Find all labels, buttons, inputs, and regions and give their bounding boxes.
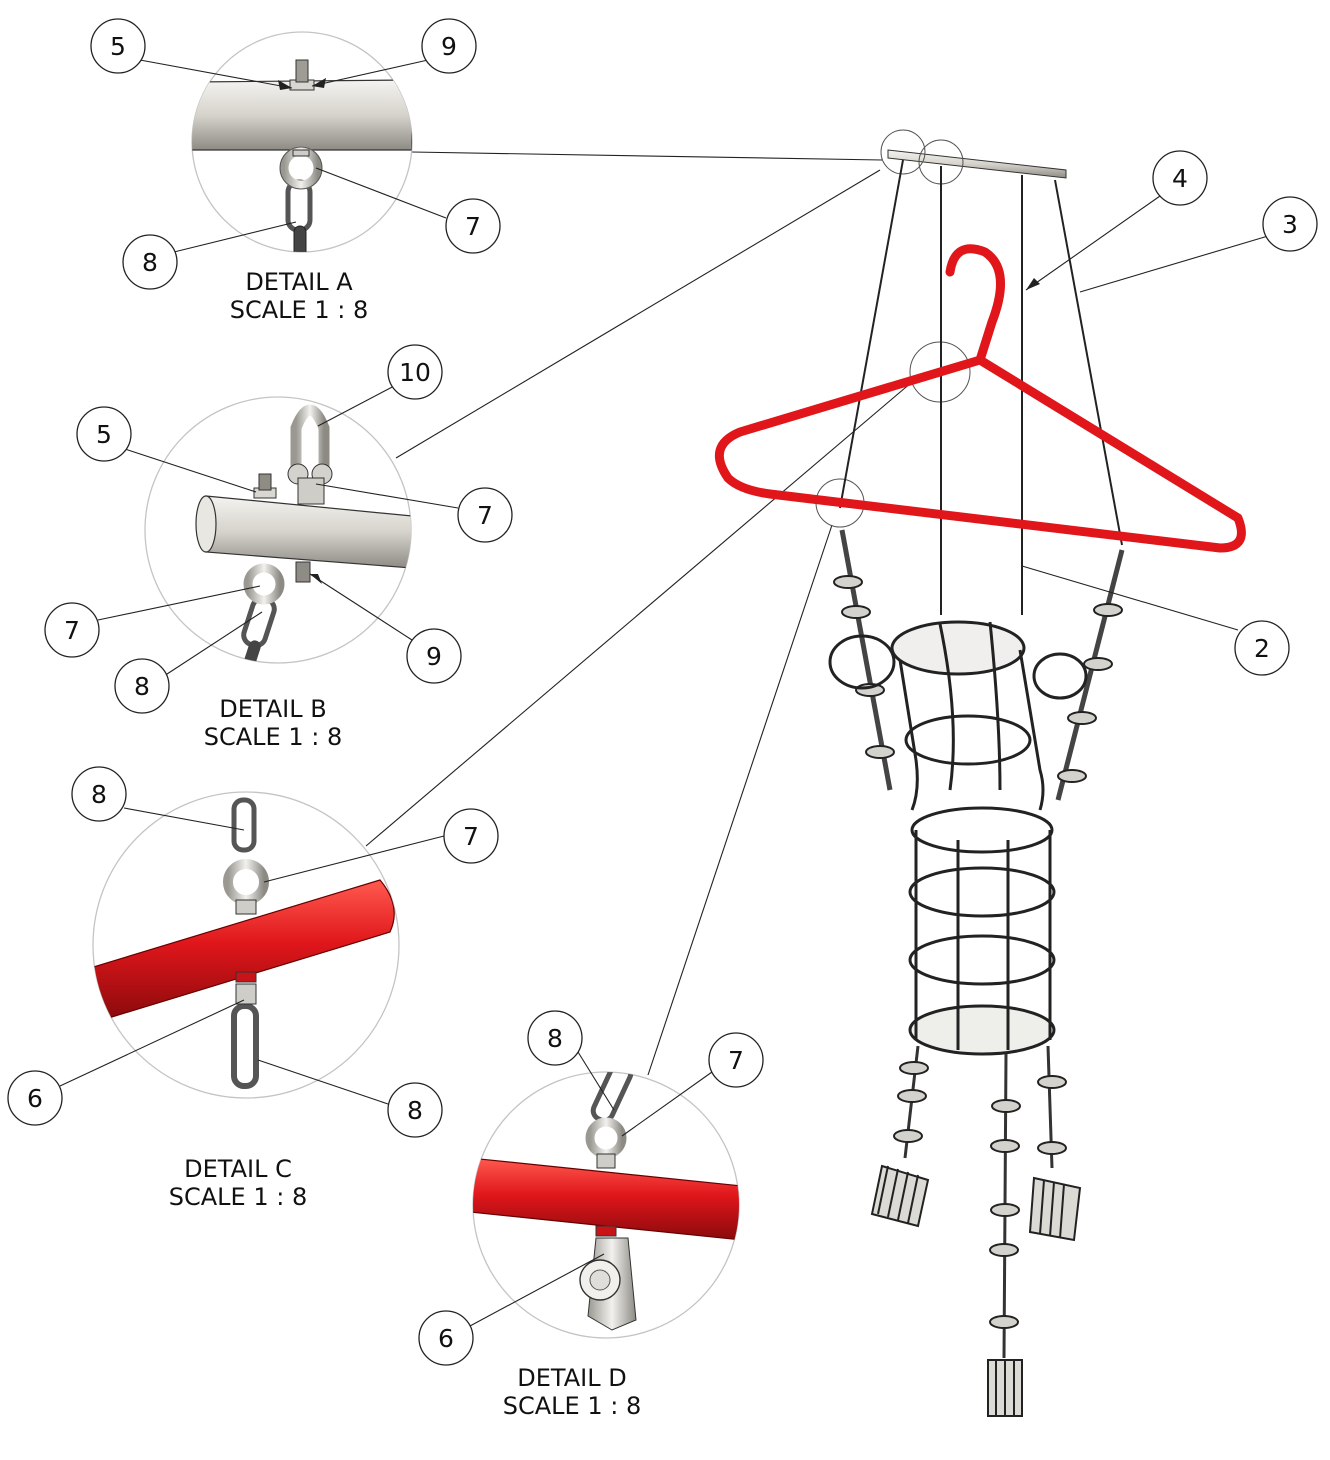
- svg-text:5: 5: [110, 32, 126, 61]
- balloon-b7-right: 7: [457, 487, 513, 543]
- balloon-c8-bottom: 8: [387, 1082, 443, 1138]
- svg-text:9: 9: [441, 32, 457, 61]
- top-bar-part-1: [887, 149, 1067, 179]
- detail-b-title: DETAIL B: [219, 695, 326, 723]
- main-assembly: [715, 129, 1269, 1417]
- svg-text:6: 6: [27, 1084, 43, 1113]
- balloon-c7: 7: [443, 808, 499, 864]
- balloon-d7: 7: [708, 1032, 764, 1088]
- svg-text:9: 9: [426, 642, 442, 671]
- balloons: 5 9 7 8 10 5 7 7 8 9 8 7 6 8 8 7 6 4 3 2: [7, 18, 1318, 1366]
- side-rod-disks: [833, 575, 1123, 783]
- balloon-main-4: 4: [1152, 150, 1208, 206]
- leader-detail-a: [411, 151, 883, 161]
- detail-c: DETAIL C SCALE 1 : 8: [92, 791, 400, 1211]
- main-leaders: [1021, 195, 1269, 631]
- svg-text:7: 7: [728, 1046, 744, 1075]
- detail-b-scale: SCALE 1 : 8: [204, 723, 342, 751]
- balloon-b7-left: 7: [44, 602, 100, 658]
- chain-link-top-part-8: [231, 797, 257, 853]
- svg-text:7: 7: [465, 212, 481, 241]
- detail-c-circle: [92, 791, 400, 1099]
- chain-link-part-8: [590, 1072, 634, 1123]
- detail-leaders: [365, 151, 913, 1076]
- chain-link-bottom-part-8: [231, 1003, 259, 1089]
- detail-a-scale: SCALE 1 : 8: [230, 296, 368, 324]
- balloon-a7: 7: [445, 198, 501, 254]
- detail-a: DETAIL A SCALE 1 : 8: [191, 31, 413, 324]
- detail-d-scale: SCALE 1 : 8: [503, 1392, 641, 1420]
- balloon-d8: 8: [527, 1010, 583, 1066]
- balloon-b8: 8: [114, 658, 170, 714]
- detail-a-marker: [880, 129, 926, 175]
- balloon-b5: 5: [76, 406, 132, 462]
- balloon-b10: 10: [387, 344, 443, 400]
- bolt-part-5: [258, 473, 272, 491]
- svg-text:7: 7: [64, 616, 80, 645]
- swivel-part-6: [235, 971, 257, 983]
- svg-text:8: 8: [91, 780, 107, 809]
- weight-cages: [870, 1164, 1082, 1417]
- leader-detail-b: [395, 169, 881, 459]
- shackle-part-10: [290, 404, 330, 470]
- svg-text:10: 10: [399, 358, 431, 387]
- tube-end-part-1: [205, 495, 411, 569]
- balloon-main-2: 2: [1234, 620, 1290, 676]
- leader-arrows: [278, 78, 326, 584]
- svg-text:2: 2: [1254, 634, 1270, 663]
- balloon-leaders: [59, 59, 713, 1327]
- balloon-a5: 5: [90, 18, 146, 74]
- balloon-c8-top: 8: [71, 766, 127, 822]
- svg-text:7: 7: [463, 822, 479, 851]
- detail-b: DETAIL B SCALE 1 : 8: [144, 396, 412, 751]
- eye-bolt-part-7: [243, 563, 285, 605]
- hanger-part-4: [715, 244, 1246, 553]
- leader-detail-d: [647, 524, 833, 1076]
- suspension-cables-part-2-3: [839, 159, 1123, 615]
- svg-text:6: 6: [438, 1324, 454, 1353]
- lower-cage: [908, 806, 1056, 1056]
- svg-text:5: 5: [96, 420, 112, 449]
- eye-bolt-part-7: [223, 859, 269, 905]
- balloon-c6: 6: [7, 1070, 63, 1126]
- detail-d: DETAIL D SCALE 1 : 8: [472, 1071, 740, 1420]
- balloon-b9: 9: [406, 628, 462, 684]
- strand-disks: [893, 1061, 1067, 1329]
- hanging-strands: [903, 1045, 1054, 1359]
- detail-a-title: DETAIL A: [245, 268, 353, 296]
- leader-detail-c: [365, 381, 913, 847]
- svg-text:3: 3: [1282, 210, 1298, 239]
- bolt-part-9: [295, 561, 311, 583]
- balloon-main-3: 3: [1262, 196, 1318, 252]
- eye-bolt-part-7: [585, 1117, 627, 1159]
- balloon-a9: 9: [421, 18, 477, 74]
- detail-c-title: DETAIL C: [184, 1155, 292, 1183]
- upper-basket: [828, 620, 1088, 811]
- balloon-d6: 6: [418, 1310, 474, 1366]
- bolt-part-9: [295, 59, 309, 83]
- detail-c-scale: SCALE 1 : 8: [169, 1183, 307, 1211]
- red-tube-part-4: [473, 1157, 739, 1241]
- svg-text:8: 8: [134, 672, 150, 701]
- red-tube-part-4: [93, 879, 395, 1021]
- balloon-a8: 8: [122, 234, 178, 290]
- svg-text:8: 8: [142, 248, 158, 277]
- svg-text:8: 8: [547, 1024, 563, 1053]
- svg-text:4: 4: [1172, 164, 1188, 193]
- svg-text:8: 8: [407, 1096, 423, 1125]
- detail-d-title: DETAIL D: [517, 1364, 626, 1392]
- svg-text:7: 7: [477, 501, 493, 530]
